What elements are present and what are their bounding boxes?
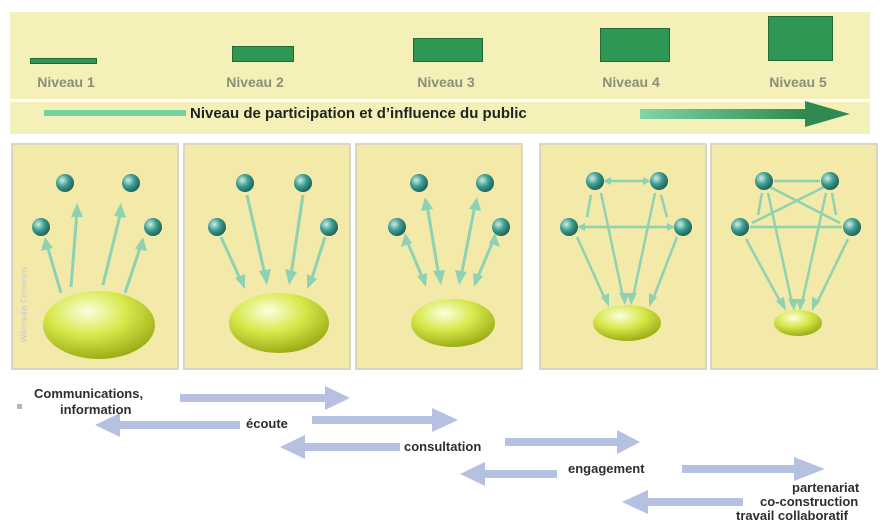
scale-engagement: engagement	[568, 461, 645, 476]
node-dot	[32, 218, 50, 236]
node-dot	[476, 174, 494, 192]
node-dot	[492, 218, 510, 236]
panel-level-4	[539, 143, 707, 370]
bullet-mark	[17, 404, 22, 409]
node-dot	[144, 218, 162, 236]
panel-level-1	[11, 143, 179, 370]
node-dot	[122, 174, 140, 192]
node-dot	[56, 174, 74, 192]
node-dot	[731, 218, 749, 236]
level-4-bar	[600, 28, 670, 62]
public-ellipse	[229, 293, 329, 353]
level-2-bar	[232, 46, 294, 62]
node-dot	[294, 174, 312, 192]
participation-scale-arrows	[95, 386, 825, 514]
scale-travail: travail collaboratif	[736, 508, 848, 523]
node-dot	[560, 218, 578, 236]
level-5-bar	[768, 16, 833, 61]
node-dot	[236, 174, 254, 192]
level-1-bar	[30, 58, 97, 64]
node-dot	[586, 172, 604, 190]
public-ellipse	[593, 305, 661, 341]
node-dot	[674, 218, 692, 236]
node-dot	[650, 172, 668, 190]
public-ellipse	[774, 310, 822, 336]
level-2-label: Niveau 2	[226, 74, 284, 90]
band-divider	[10, 99, 870, 102]
panel-level-5	[710, 143, 878, 370]
level-5-label: Niveau 5	[769, 74, 827, 90]
scale-ecoute: écoute	[246, 416, 288, 431]
level-4-label: Niveau 4	[602, 74, 660, 90]
scale-consultation: consultation	[404, 439, 482, 454]
public-ellipse	[43, 291, 155, 359]
panel-level-3	[355, 143, 523, 370]
panel-level-2	[183, 143, 351, 370]
scale-coconstruction: co-construction	[760, 494, 859, 509]
node-dot	[388, 218, 406, 236]
watermark: Wikimedia Commons	[19, 266, 29, 343]
level-3-label: Niveau 3	[417, 74, 475, 90]
level-1-label: Niveau 1	[37, 74, 95, 90]
node-dot	[843, 218, 861, 236]
scale-partenariat: partenariat	[792, 480, 860, 495]
public-ellipse	[411, 299, 495, 347]
node-dot	[320, 218, 338, 236]
participation-arrow-label: Niveau de participation et d’influence d…	[186, 104, 531, 124]
scale-information: information	[60, 402, 132, 417]
node-dot	[208, 218, 226, 236]
scale-communications: Communications,	[34, 386, 144, 401]
node-dot	[821, 172, 839, 190]
level-3-bar	[413, 38, 483, 62]
node-dot	[410, 174, 428, 192]
node-dot	[755, 172, 773, 190]
participation-arrow	[44, 101, 850, 127]
